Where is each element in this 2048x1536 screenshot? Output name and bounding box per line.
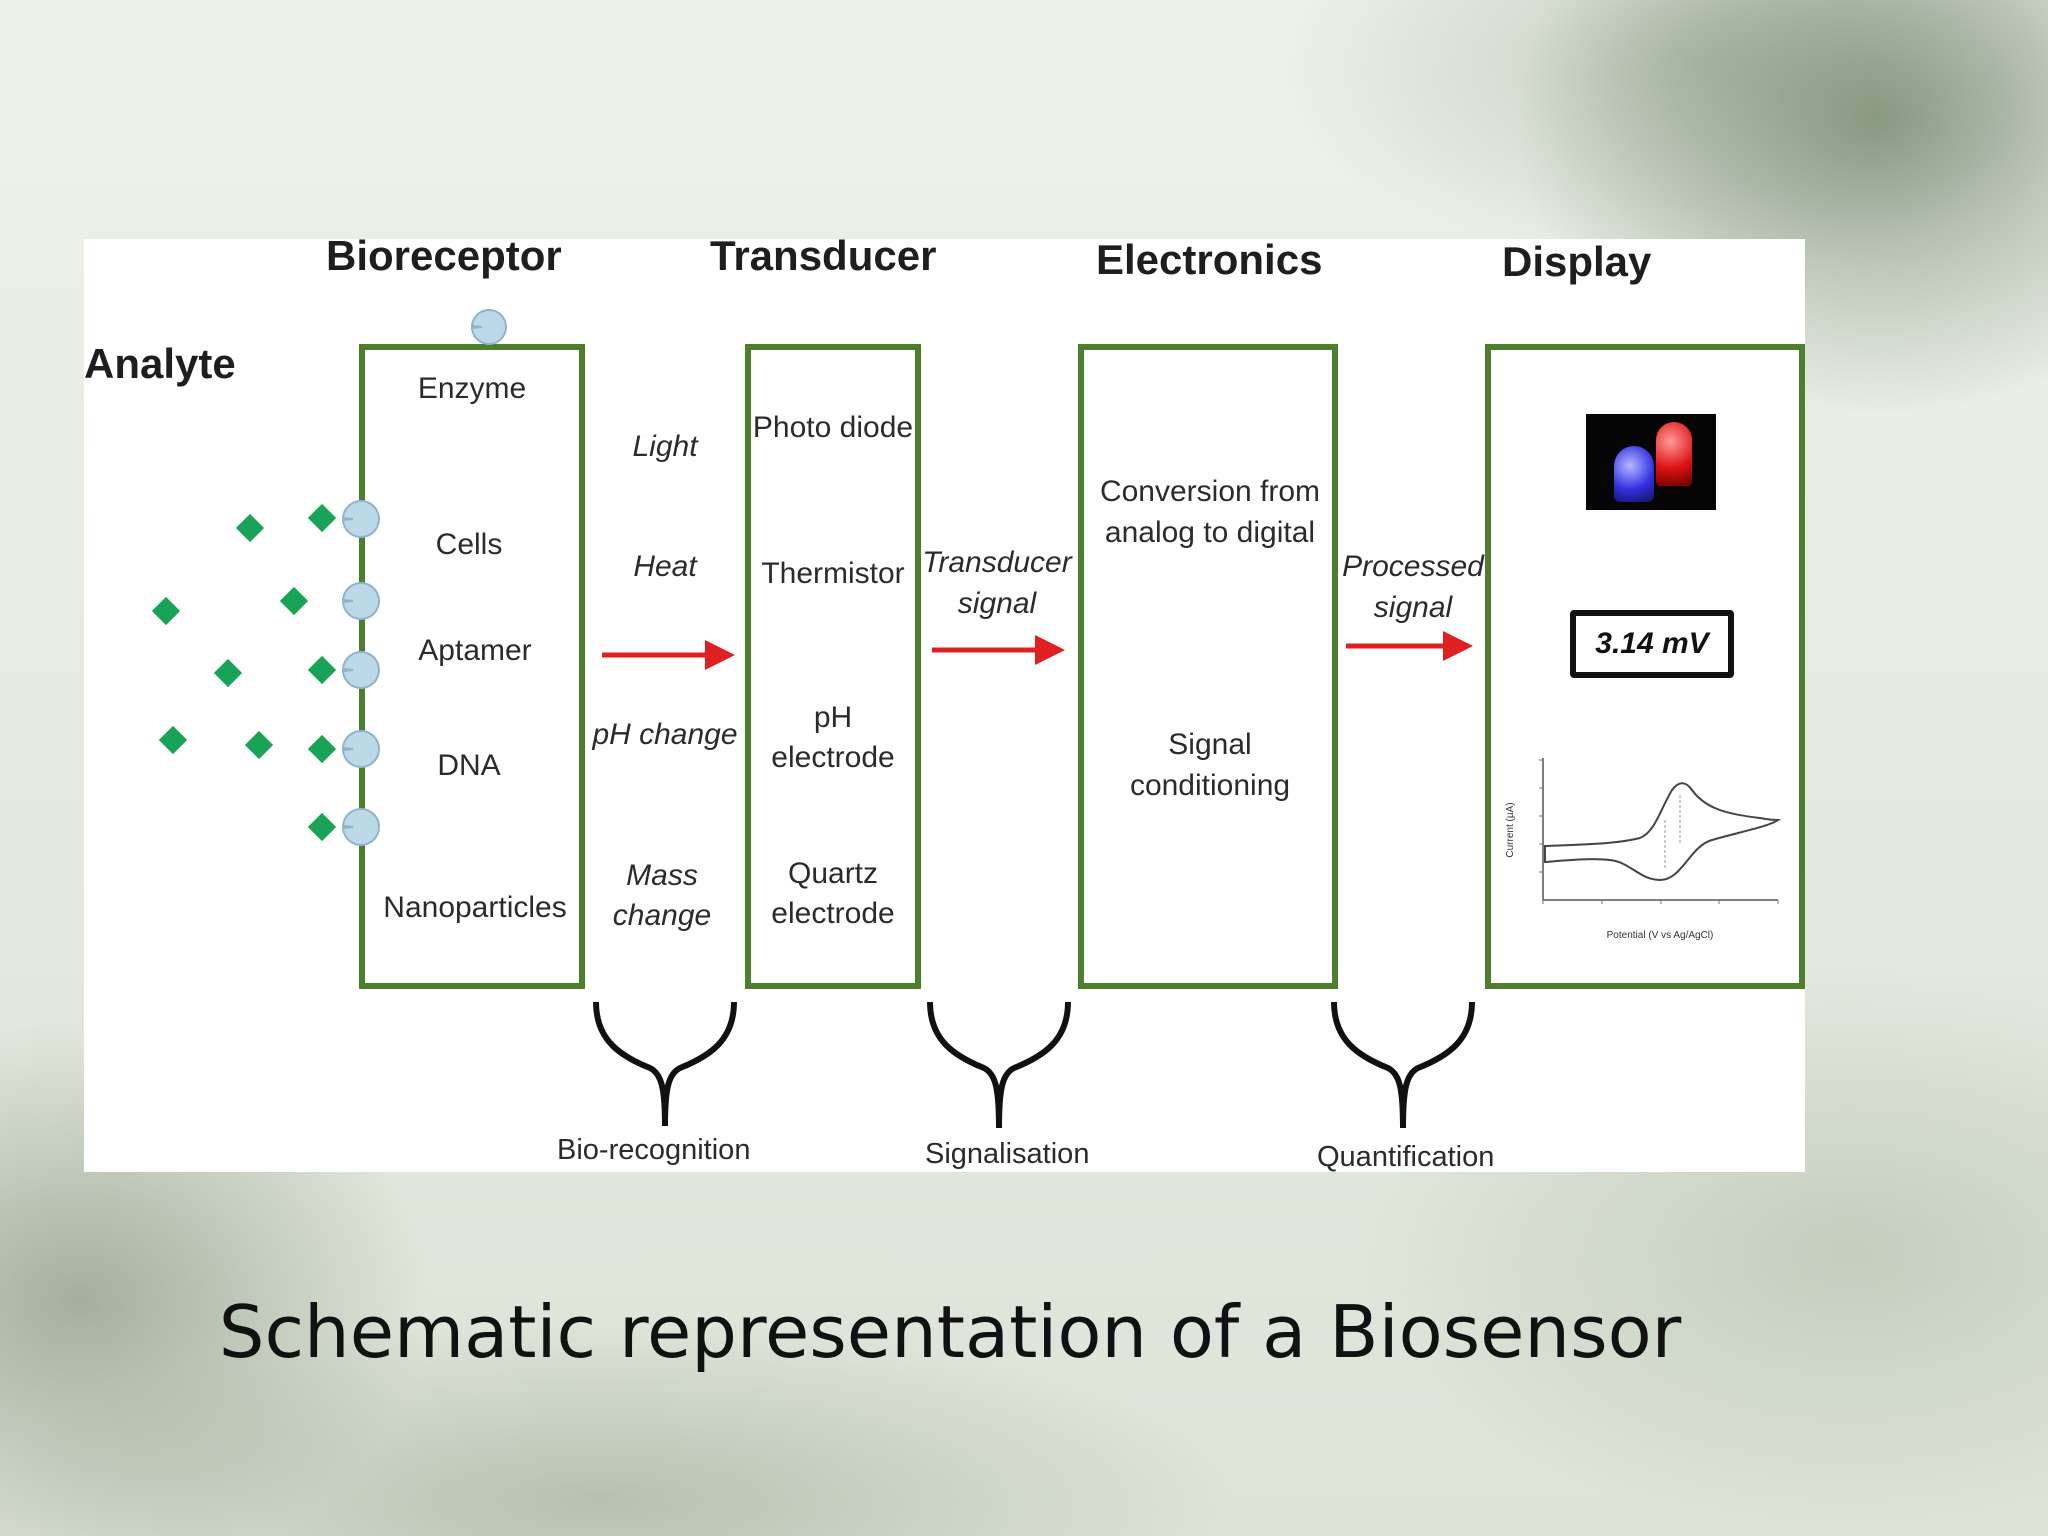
stimulus-heat: Heat [633,550,697,583]
receptor-5 [341,808,380,846]
analyte-free-3 [213,658,243,688]
brace-signalisation [927,1001,1071,1129]
analyte-free-2 [151,596,181,626]
analyte-bound-1 [307,503,337,533]
brace-quantification [1331,1001,1475,1129]
voltage-readout: 3.14 mV [1570,610,1734,678]
analyte-free-4 [158,725,188,755]
cv-curve [1544,782,1782,882]
transducer-signal-label: Transducer signal [922,546,1072,620]
stage-biorecognition: Bio-recognition [557,1134,751,1166]
analytes [151,503,337,842]
receptor-4 [341,730,380,768]
header-electronics: Electronics [1096,236,1323,283]
transducer-ph-electrode: pH electrode [771,701,895,774]
header-transducer: Transducer [710,232,937,279]
cv-plot: Potential (V vs Ag/AgCl) Current (µA) [1495,752,1785,942]
header-analyte: Analyte [84,340,236,387]
transducer-photodiode: Photo diode [752,411,914,444]
analyte-bound-3 [307,655,337,685]
bioreceptor-dna: DNA [437,749,501,782]
transducer-quartz-electrode: Quartz electrode [771,857,895,930]
stage-signalisation: Signalisation [925,1138,1090,1170]
cv-y-axis-label: Current (µA) [1505,802,1516,857]
display-box [1485,344,1805,989]
electronics-conversion: Conversion from analog to digital [1099,475,1321,549]
stimulus-light: Light [632,430,698,463]
processed-signal-label: Processed signal [1342,550,1484,624]
header-display: Display [1502,238,1652,285]
receptor-3 [341,651,380,689]
rgb-led-image [1586,414,1716,510]
receptor-1 [341,500,380,538]
electronics-box [1078,344,1338,989]
transducer-thermistor: Thermistor [761,557,905,590]
stage-quantification: Quantification [1317,1141,1495,1173]
bioreceptor-enzyme: Enzyme [417,372,527,405]
slide-caption: Schematic representation of a Biosensor [218,1290,1682,1374]
stage-braces [593,1001,1475,1129]
stimulus-mass-change: Mass change [612,859,712,932]
analyte-free-1 [235,513,265,543]
analyte-free-5 [244,730,274,760]
bioreceptor-aptamer: Aptamer [418,634,532,667]
header-bioreceptor: Bioreceptor [326,232,562,279]
receptor-enzyme [470,309,507,345]
bioreceptor-nanoparticles: Nanoparticles [383,891,567,924]
stimulus-ph-change: pH change [592,718,738,751]
electronics-signal-conditioning: Signal conditioning [1129,728,1291,802]
transducer-box [745,344,921,989]
analyte-bound-5 [307,812,337,842]
analyte-bound-2 [279,586,309,616]
bioreceptor-cells: Cells [435,528,503,561]
signal-arrows [602,631,1473,670]
brace-biorecognition [593,1001,737,1127]
cv-x-axis-label: Potential (V vs Ag/AgCl) [1607,930,1714,941]
receptors [341,309,507,846]
receptor-2 [341,582,380,620]
diagram-panel [84,239,1805,1172]
analyte-bound-4 [307,734,337,764]
